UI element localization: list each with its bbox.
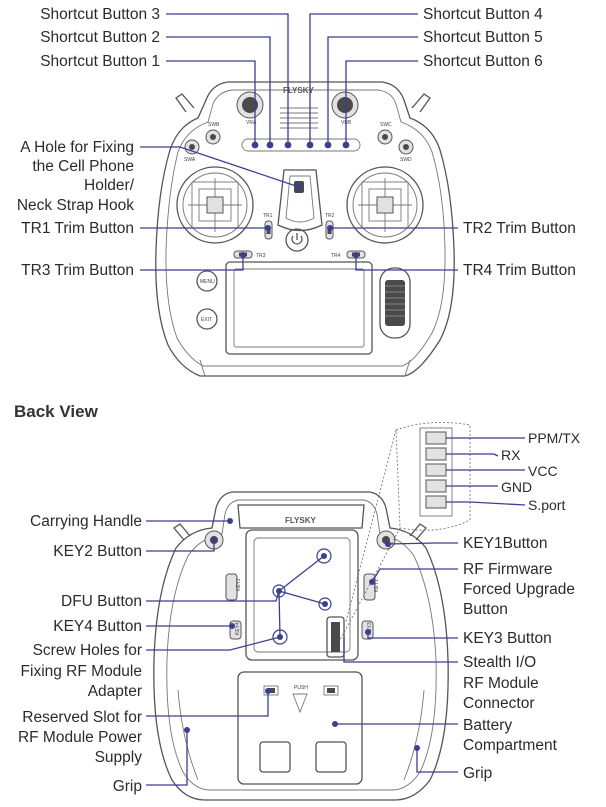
- right-gimbal: [346, 166, 424, 244]
- label-phone-holder-hole-3: Holder/: [84, 177, 135, 194]
- key3-device-label: KEY3: [367, 622, 373, 635]
- pin-2: [425, 447, 447, 461]
- label-tr2-trim: TR2 Trim Button: [463, 220, 576, 237]
- pin-label-rx: RX: [501, 447, 521, 463]
- label-rf-firmware-2: Forced Upgrade: [463, 581, 575, 598]
- label-reserved-slot-1: Reserved Slot for: [22, 709, 142, 726]
- label-key2-button: KEY2 Button: [53, 543, 142, 560]
- pin-1: [425, 431, 447, 445]
- vra-label: VRA: [246, 120, 257, 126]
- label-phone-holder-hole-1: A Hole for Fixing: [20, 139, 134, 156]
- back-view-title: Back View: [14, 402, 99, 421]
- swd-label: SWD: [400, 157, 412, 163]
- label-reserved-slot-2: RF Module Power: [18, 729, 142, 746]
- label-shortcut-button-2: Shortcut Button 2: [40, 29, 160, 46]
- rf-upgrade-button: [318, 597, 332, 611]
- label-battery-2: Compartment: [463, 737, 558, 754]
- label-reserved-slot-3: Supply: [95, 749, 143, 766]
- tr1-device-label: TR1: [263, 213, 273, 219]
- pin-4: [425, 479, 447, 493]
- label-stealth-io-1: Stealth I/O: [463, 654, 536, 671]
- swc-label: SWC: [380, 122, 392, 128]
- tr3-device-label: TR3: [256, 253, 266, 259]
- key2-device-label: KEY2: [236, 578, 242, 591]
- menu-button: [196, 270, 218, 292]
- front-brand: FLYSKY: [283, 86, 314, 95]
- label-phone-holder-hole-4: Neck Strap Hook: [17, 197, 134, 214]
- label-tr4-trim: TR4 Trim Button: [463, 262, 576, 279]
- front-screen: [225, 261, 373, 355]
- swa-label: SWA: [184, 157, 196, 163]
- label-phone-holder-hole-2: the Cell Phone: [32, 158, 134, 175]
- tr2-device-label: TR2: [325, 213, 335, 219]
- back-brand: FLYSKY: [285, 516, 316, 525]
- key1-device-label: KEY1: [374, 579, 380, 592]
- menu-label: MENU: [200, 279, 215, 285]
- label-key3-button: KEY3 Button: [463, 630, 552, 647]
- label-screw-holes-1: Screw Holes for: [33, 642, 142, 659]
- back-callouts: [146, 518, 458, 786]
- label-screw-holes-2: Fixing RF Module: [21, 663, 142, 680]
- pin-3: [425, 463, 447, 477]
- label-shortcut-button-3: Shortcut Button 3: [40, 6, 160, 23]
- pin-5: [425, 495, 447, 509]
- label-grip-right: Grip: [463, 765, 492, 782]
- front-callouts: [140, 13, 458, 271]
- pin-label-gnd: GND: [501, 479, 532, 495]
- label-dfu-button: DFU Button: [61, 593, 142, 610]
- battery-compartment: [237, 671, 363, 785]
- label-stealth-io-2: RF Module: [463, 675, 539, 692]
- pin-zoom: [339, 421, 526, 641]
- exit-button: [196, 308, 218, 330]
- label-rf-firmware-3: Button: [463, 601, 508, 618]
- screw-hole-1: [316, 548, 332, 564]
- label-tr1-trim: TR1 Trim Button: [21, 220, 134, 237]
- label-shortcut-button-4: Shortcut Button 4: [423, 6, 543, 23]
- front-view: VRA VRB FLYSKY SWB SWA SWC SWD: [17, 6, 576, 377]
- label-key1-button: KEY1Button: [463, 535, 547, 552]
- push-label: PUSH: [294, 685, 308, 691]
- label-rf-firmware-1: RF Firmware: [463, 561, 553, 578]
- label-shortcut-button-6: Shortcut Button 6: [423, 53, 543, 70]
- pin-label-vcc: VCC: [528, 463, 558, 479]
- tr4-device-label: TR4: [331, 253, 341, 259]
- pin-label-ppm-tx: PPM/TX: [528, 430, 581, 446]
- shortcut-buttons: [251, 141, 350, 149]
- label-battery-1: Battery: [463, 717, 512, 734]
- label-tr3-trim: TR3 Trim Button: [21, 262, 134, 279]
- carrying-handle: [237, 504, 365, 529]
- key4-device-label: KEY4: [235, 622, 241, 635]
- power-button: [285, 228, 309, 252]
- scroll-wheel: [379, 267, 411, 339]
- front-body-inner: [165, 89, 446, 367]
- exit-label: EXIT: [201, 317, 212, 323]
- label-shortcut-button-1: Shortcut Button 1: [40, 53, 160, 70]
- key2-button: [225, 573, 238, 601]
- label-grip-left: Grip: [113, 778, 142, 795]
- label-carrying-handle: Carrying Handle: [30, 513, 142, 530]
- label-screw-holes-3: Adapter: [88, 683, 142, 700]
- back-body-outline: [153, 491, 449, 801]
- swb-label: SWB: [208, 122, 220, 128]
- label-stealth-io-3: Connector: [463, 695, 535, 712]
- rf-module-area: [245, 529, 359, 661]
- pin-label-sport: S.port: [528, 497, 565, 513]
- label-shortcut-button-5: Shortcut Button 5: [423, 29, 543, 46]
- label-key4-button: KEY4 Button: [53, 618, 142, 635]
- left-gimbal: [176, 166, 254, 244]
- back-view: Back View FLYSKY KEY2 KEY4 KEY1 KEY3: [14, 402, 581, 801]
